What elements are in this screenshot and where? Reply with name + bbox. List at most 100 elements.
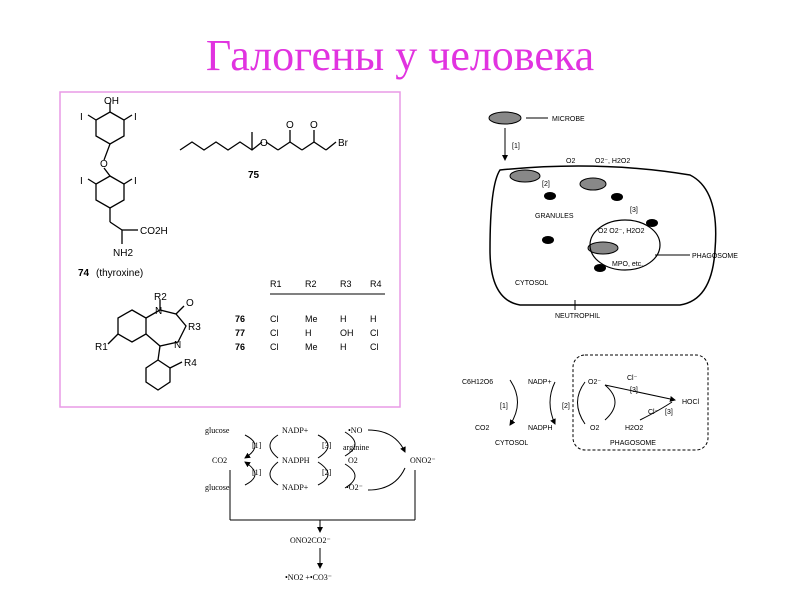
substituent-table: R1 R2 R3 R4 76 Cl Me H H 77 Cl H OH Cl 7… bbox=[235, 279, 385, 352]
benzo-r4-label: R4 bbox=[184, 358, 197, 369]
phagosome-oxidants-label: O2 O2⁻, H2O2 bbox=[598, 228, 645, 235]
neutrophil-label: NEUTROPHIL bbox=[555, 313, 600, 320]
bromo-o-label: O bbox=[260, 138, 268, 149]
mpo-label: MPO, etc. bbox=[612, 261, 643, 268]
products-label: •NO2 +•CO3⁻ bbox=[285, 573, 332, 582]
microbe-shape bbox=[488, 111, 522, 125]
table-cell: Cl bbox=[370, 342, 379, 352]
cytosol-label: CYTOSOL bbox=[515, 280, 548, 287]
table-cell: H bbox=[370, 314, 377, 324]
superoxide-label: •O2⁻ bbox=[346, 483, 363, 492]
bromo-ester-structure bbox=[179, 130, 337, 151]
h2o2-label: H2O2 bbox=[625, 425, 643, 432]
glucose-label: glucose bbox=[205, 483, 230, 492]
thyroxine-name: (thyroxine) bbox=[96, 268, 143, 279]
thyroxine-oh-label: OH bbox=[104, 96, 119, 107]
granules-label: GRANULES bbox=[535, 213, 574, 220]
benzodiazepine-structure bbox=[107, 300, 187, 391]
table-header: R3 bbox=[340, 279, 352, 289]
bromo-o-label: O bbox=[310, 120, 318, 131]
co2-label: CO2 bbox=[212, 456, 227, 465]
benzo-n-label: N bbox=[155, 306, 162, 317]
phagosome-box bbox=[572, 354, 709, 451]
table-cell: H bbox=[340, 314, 347, 324]
chloride-label: Cl⁻ bbox=[648, 409, 659, 416]
neutrophil-membrane bbox=[489, 165, 717, 306]
thyroxine-i-label: I bbox=[80, 176, 83, 187]
granule bbox=[542, 236, 554, 244]
nadp-label: NADP+ bbox=[282, 483, 309, 492]
phagosome-label: PHAGOSOME bbox=[610, 440, 656, 447]
microbe-label: MICROBE bbox=[552, 116, 585, 123]
granule bbox=[611, 193, 623, 201]
step-label: [1] bbox=[512, 143, 520, 150]
step-label: [2] bbox=[542, 181, 550, 188]
table-cell: Cl bbox=[270, 342, 279, 352]
co2-label: CO2 bbox=[475, 425, 490, 432]
o2-label: O2 bbox=[590, 425, 599, 432]
nadph-label: NADPH bbox=[528, 425, 553, 432]
step-label: [2] bbox=[322, 468, 332, 477]
step-label: [1] bbox=[500, 403, 508, 410]
thyroxine-i-label: I bbox=[134, 176, 137, 187]
table-header: R1 bbox=[270, 279, 282, 289]
step-label: [3] bbox=[322, 441, 332, 450]
o2-label: O2 bbox=[566, 158, 575, 165]
structures-frame bbox=[59, 91, 401, 408]
peroxynitrite-label: ONO2⁻ bbox=[410, 456, 436, 465]
superoxide-label: O2⁻ bbox=[588, 379, 601, 386]
chloride-label: Cl⁻ bbox=[627, 375, 638, 382]
thyroxine-cooh-label: CO2H bbox=[140, 226, 168, 237]
step-label: [1] bbox=[252, 441, 262, 450]
table-cell: 76 bbox=[235, 342, 245, 352]
o2-label: O2 bbox=[348, 456, 358, 465]
benzo-r1-label: R1 bbox=[95, 342, 108, 353]
table-cell: 77 bbox=[235, 328, 245, 338]
step-label: [1] bbox=[252, 468, 262, 477]
thyroxine-structure bbox=[87, 103, 138, 244]
step-label: [2] bbox=[562, 403, 570, 410]
superoxide-label: O2⁻, H2O2 bbox=[595, 158, 630, 165]
microbe-shape bbox=[579, 177, 607, 191]
granule bbox=[646, 219, 658, 227]
bromo-o-label: O bbox=[286, 120, 294, 131]
benzo-r2-label: R2 bbox=[154, 292, 167, 303]
microbe-shape bbox=[587, 241, 619, 255]
no-scheme: glucose glucose NADP+ NADP+ NADPH CO2 [1… bbox=[205, 426, 436, 582]
no-label: •NO bbox=[348, 426, 363, 435]
glucose-label: glucose bbox=[205, 426, 230, 435]
structures-panel: OH I I O I I CO2H NH2 74 (thyroxine) O O… bbox=[59, 91, 401, 408]
thyroxine-o-label: O bbox=[100, 159, 108, 170]
phagosome-label: PHAGOSOME bbox=[692, 253, 738, 260]
neutrophil-diagram: MICROBE [1] [2] [3] O2 O2⁻, H2O2 GRANULE… bbox=[488, 111, 738, 320]
table-cell: Me bbox=[305, 342, 318, 352]
phagosome-vesicle bbox=[589, 219, 661, 271]
table-header: R4 bbox=[370, 279, 382, 289]
arginine-label: arginine bbox=[343, 443, 370, 452]
granule bbox=[544, 192, 556, 200]
table-cell: Me bbox=[305, 314, 318, 324]
page-title: Галогены у человека bbox=[205, 31, 595, 80]
table-cell: Cl bbox=[270, 314, 279, 324]
cytosol-label: CYTOSOL bbox=[495, 440, 528, 447]
microbe-shape bbox=[509, 169, 541, 183]
table-cell: 76 bbox=[235, 314, 245, 324]
phagosome-scheme: C6H12O6 NADP+ NADPH CO2 [1] [2] [3] [3] … bbox=[462, 354, 709, 451]
step-label: [3] bbox=[630, 207, 638, 214]
step-label: [3] bbox=[630, 387, 638, 394]
table-cell: OH bbox=[340, 328, 354, 338]
nitrosoperoxycarbonate-label: ONO2CO2⁻ bbox=[290, 536, 331, 545]
nadp-label: NADP+ bbox=[282, 426, 309, 435]
glucose-label: C6H12O6 bbox=[462, 379, 493, 386]
nadp-label: NADP+ bbox=[528, 379, 552, 386]
benzo-r3-label: R3 bbox=[188, 322, 201, 333]
table-cell: H bbox=[305, 328, 312, 338]
benzo-n-label: N bbox=[174, 340, 181, 351]
bromo-br-label: Br bbox=[338, 138, 349, 149]
thyroxine-number: 74 bbox=[78, 268, 90, 279]
table-header: R2 bbox=[305, 279, 317, 289]
benzo-o-label: O bbox=[186, 298, 194, 309]
hocl-label: HOCl bbox=[682, 399, 700, 406]
table-cell: H bbox=[340, 342, 347, 352]
